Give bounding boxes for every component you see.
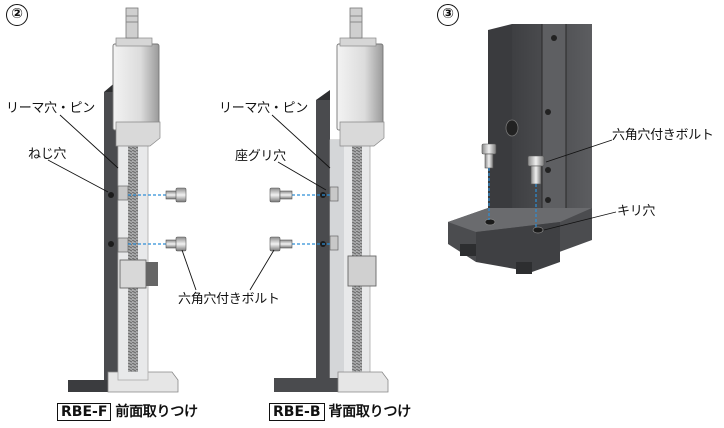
actuator-back-mount	[269, 7, 389, 393]
step-number-3: ③	[437, 4, 459, 26]
model-badge-front: RBE-F	[57, 403, 112, 421]
caption-back-text: 背面取りつけ	[328, 404, 412, 420]
motor-back	[336, 43, 384, 131]
hex-bolt-icon	[165, 236, 187, 252]
connector-front	[125, 7, 139, 39]
slider-back	[347, 255, 377, 287]
hex-bolt-icon	[481, 143, 497, 169]
slider-front	[119, 259, 147, 289]
motor-front	[112, 43, 160, 131]
model-badge-back: RBE-B	[269, 403, 325, 421]
caption-front-text: 前面取りつけ	[115, 404, 198, 420]
label-reamer-hole-pin-right: リーマ穴・ピン	[219, 101, 308, 116]
hex-bolt-icon	[269, 236, 293, 252]
actuator-front-mount	[47, 7, 187, 393]
step-number-2: ②	[6, 4, 28, 26]
connector-back	[349, 7, 363, 39]
closeup-bottom-mount	[448, 24, 617, 274]
hex-bolt-icon	[165, 187, 187, 203]
label-screw-hole: ねじ穴	[28, 147, 67, 162]
ball-screw-front	[128, 140, 138, 372]
label-drill-hole: キリ穴	[617, 204, 656, 219]
label-hex-socket-bolt: 六角穴付きボルト	[178, 292, 280, 307]
label-counterbore-hole: 座グリ穴	[235, 149, 286, 164]
hex-bolt-icon	[269, 187, 293, 203]
label-reamer-hole-pin-left: リーマ穴・ピン	[6, 101, 95, 116]
label-hex-socket-bolt-closeup: 六角穴付きボルト	[612, 128, 714, 143]
